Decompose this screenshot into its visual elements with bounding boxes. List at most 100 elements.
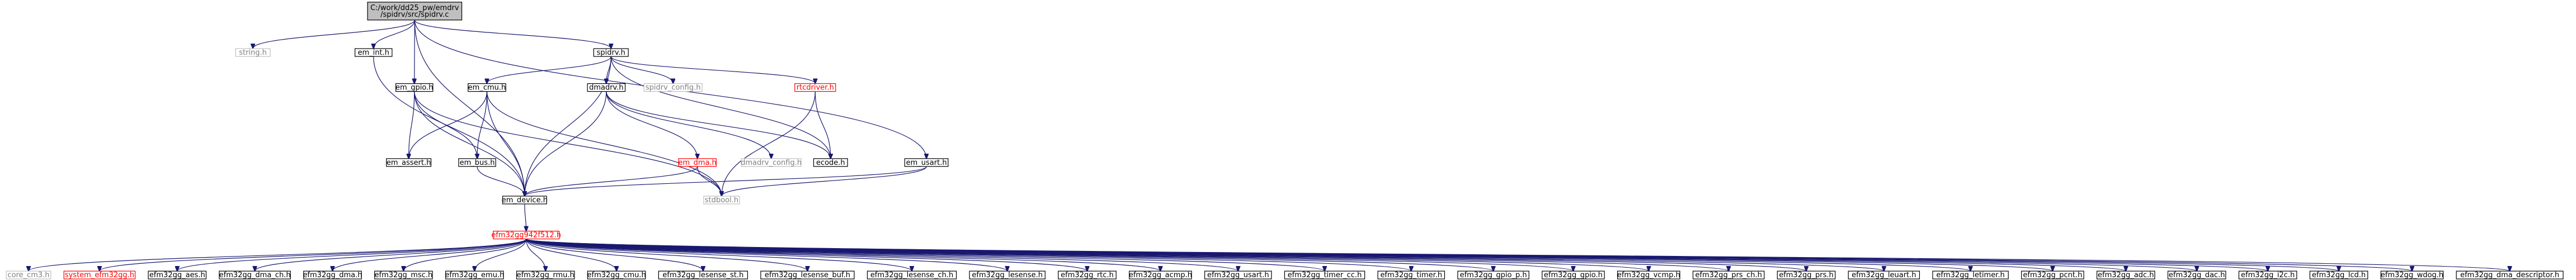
node-letimer-h[interactable]: efm32gg_letimer.h xyxy=(1932,270,2009,279)
node-gpio-h[interactable]: efm32gg_gpio.h xyxy=(1542,270,1605,279)
node-dma-descriptor-h[interactable]: efm32gg_dma_descriptor.h xyxy=(2456,270,2564,279)
node-i2c-h[interactable]: efm32gg_i2c.h xyxy=(2238,270,2297,279)
edge-em_dma_h-to-stdbool_h xyxy=(697,166,722,196)
node-box xyxy=(458,158,496,167)
node-box xyxy=(367,2,463,21)
node-box xyxy=(1777,270,1836,279)
node-em-usart-h[interactable]: em_usart.h xyxy=(904,158,949,167)
node-pcnt-h[interactable]: efm32gg_pcnt.h xyxy=(2021,270,2084,279)
node-em-gpio-h[interactable]: em_gpio.h xyxy=(395,83,434,92)
node-box xyxy=(2167,270,2226,279)
node-label: spidrv.h xyxy=(597,49,625,57)
node-box xyxy=(468,83,506,92)
edge-dmadrv_h-to-ecode_h xyxy=(606,91,831,159)
node-box xyxy=(678,158,717,167)
node-gpio-p-h[interactable]: efm32gg_gpio_p.h xyxy=(1457,270,1529,279)
edge-efm32gg_h-to-pcnt_h xyxy=(526,239,2053,272)
node-usart-h[interactable]: efm32gg_usart.h xyxy=(1204,270,1272,279)
node-timer-h[interactable]: efm32gg_timer.h xyxy=(1377,270,1445,279)
node-em-device-h[interactable]: em_device.h xyxy=(502,196,548,205)
node-adc-h[interactable]: efm32gg_adc.h xyxy=(2096,270,2155,279)
edge-spidrv_h-to-rtcdriver_h xyxy=(610,56,815,84)
node-label: efm32gg_gpio.h xyxy=(1544,271,1603,279)
node-cmu-h[interactable]: efm32gg_cmu.h xyxy=(587,270,646,279)
edge-em_device_h-to-efm32gg_h xyxy=(525,203,526,231)
edge-em_gpio_h-to-em_assert_h xyxy=(409,91,415,159)
node-box xyxy=(2380,270,2444,279)
node-em-dma-h[interactable]: em_dma.h xyxy=(678,158,717,167)
node-label: em_dma.h xyxy=(679,159,717,167)
node-label: em_device.h xyxy=(502,196,548,205)
node-label: efm32gg_prs.h xyxy=(1779,271,1834,279)
node-aes-h[interactable]: efm32gg_aes.h xyxy=(148,270,207,279)
node-box xyxy=(587,83,626,92)
node-ecode-h[interactable]: ecode.h xyxy=(813,158,848,167)
node-label: efm32gg_lesense_buf.h xyxy=(765,271,850,279)
node-lesense-h[interactable]: efm32gg_lesense.h xyxy=(969,270,1046,279)
node-label: stdbool.h xyxy=(705,196,738,205)
node-timer-cc-h[interactable]: efm32gg_timer_cc.h xyxy=(1284,270,1365,279)
node-dmadrv-h[interactable]: dmadrv.h xyxy=(587,83,626,92)
edge-efm32gg_h-to-lesense_ch_h xyxy=(526,239,912,272)
node-msc-h[interactable]: efm32gg_msc.h xyxy=(374,270,433,279)
node-lesense-st-h[interactable]: efm32gg_lesense_st.h xyxy=(658,270,748,279)
node-label: efm32gg_emu.h xyxy=(445,271,504,279)
node-rmu-h[interactable]: efm32gg_rmu.h xyxy=(516,270,575,279)
node-vcmp-h[interactable]: efm32gg_vcmp.h xyxy=(1617,270,1680,279)
node-label: em_cmu.h xyxy=(468,84,506,92)
edge-root-to-em_int_h xyxy=(374,20,415,49)
node-em-assert-h[interactable]: em_assert.h xyxy=(386,158,432,167)
node-emu-h[interactable]: efm32gg_emu.h xyxy=(445,270,504,279)
node-label: efm32gg_vcmp.h xyxy=(1617,271,1680,279)
node-label: dmadrv.h xyxy=(589,84,624,92)
node-em-cmu-h[interactable]: em_cmu.h xyxy=(468,83,506,92)
node-dmadrv-config-h[interactable]: dmadrv_config.h xyxy=(741,158,802,167)
node-label: efm32gg_timer_cc.h xyxy=(1288,271,1362,279)
edge-em_usart_h-to-em_device_h xyxy=(525,166,927,196)
edge-efm32gg_h-to-lesense_st_h xyxy=(526,239,703,272)
node-box xyxy=(1129,270,1192,279)
node-dma-h[interactable]: efm32gg_dma.h xyxy=(303,270,362,279)
node-box xyxy=(1058,270,1117,279)
node-lcd-h[interactable]: efm32gg_lcd.h xyxy=(2309,270,2368,279)
node-core-cm3-h[interactable]: core_cm3.h xyxy=(6,270,51,279)
node-box xyxy=(1617,270,1680,279)
node-label: core_cm3.h xyxy=(7,271,49,279)
edge-em_cmu_h-to-em_assert_h xyxy=(409,91,488,159)
node-leuart-h[interactable]: efm32gg_leuart.h xyxy=(1848,270,1920,279)
node-spidrv-h[interactable]: spidrv.h xyxy=(593,48,629,57)
node-box xyxy=(235,48,271,57)
node-label: efm32gg_dma_ch.h xyxy=(219,271,291,279)
edge-em_gpio_h-to-em_device_h xyxy=(414,91,525,196)
node-wdog-h[interactable]: efm32gg_wdog.h xyxy=(2380,270,2444,279)
node-box xyxy=(741,158,802,167)
node-em-int-h[interactable]: em_int.h xyxy=(354,48,393,57)
node-em-bus-h[interactable]: em_bus.h xyxy=(458,158,496,167)
edge-em_cmu_h-to-stdbool_h xyxy=(486,91,722,196)
node-box xyxy=(587,270,646,279)
node-label: em_int.h xyxy=(357,49,389,57)
node-spidrv-config-h[interactable]: spidrv_config.h xyxy=(643,83,703,92)
node-acmp-h[interactable]: efm32gg_acmp.h xyxy=(1129,270,1192,279)
node-label: efm32gg_aes.h xyxy=(149,271,205,279)
node-root[interactable]: C:/work/dd25_pw/emdrv/spidrv/src/spidrv.… xyxy=(367,2,463,21)
edge-efm32gg_h-to-leuart_h xyxy=(526,239,1884,272)
edge-efm32gg_h-to-emu_h xyxy=(474,239,527,272)
node-prs-h[interactable]: efm32gg_prs.h xyxy=(1777,270,1836,279)
node-box xyxy=(502,196,547,205)
node-dma-ch-h[interactable]: efm32gg_dma_ch.h xyxy=(219,270,291,279)
node-box xyxy=(2021,270,2084,279)
node-rtcdriver-h[interactable]: rtcdriver.h xyxy=(794,83,836,92)
node-string-h[interactable]: string.h xyxy=(235,48,271,57)
edge-spidrv_h-to-ecode_h xyxy=(610,56,831,159)
node-efm32gg-h[interactable]: efm32gg942f512.h xyxy=(491,230,561,240)
node-system-efm32gg-h[interactable]: system_efm32gg.h xyxy=(63,270,136,279)
node-prs-ch-h[interactable]: efm32gg_prs_ch.h xyxy=(1692,270,1765,279)
node-lesense-ch-h[interactable]: efm32gg_lesense_ch.h xyxy=(866,270,957,279)
node-box xyxy=(219,270,291,279)
node-stdbool-h[interactable]: stdbool.h xyxy=(703,196,740,205)
node-rtc-h[interactable]: efm32gg_rtc.h xyxy=(1058,270,1117,279)
node-dac-h[interactable]: efm32gg_dac.h xyxy=(2167,270,2226,279)
node-lesense-buf-h[interactable]: efm32gg_lesense_buf.h xyxy=(760,270,855,279)
node-box xyxy=(593,48,629,57)
